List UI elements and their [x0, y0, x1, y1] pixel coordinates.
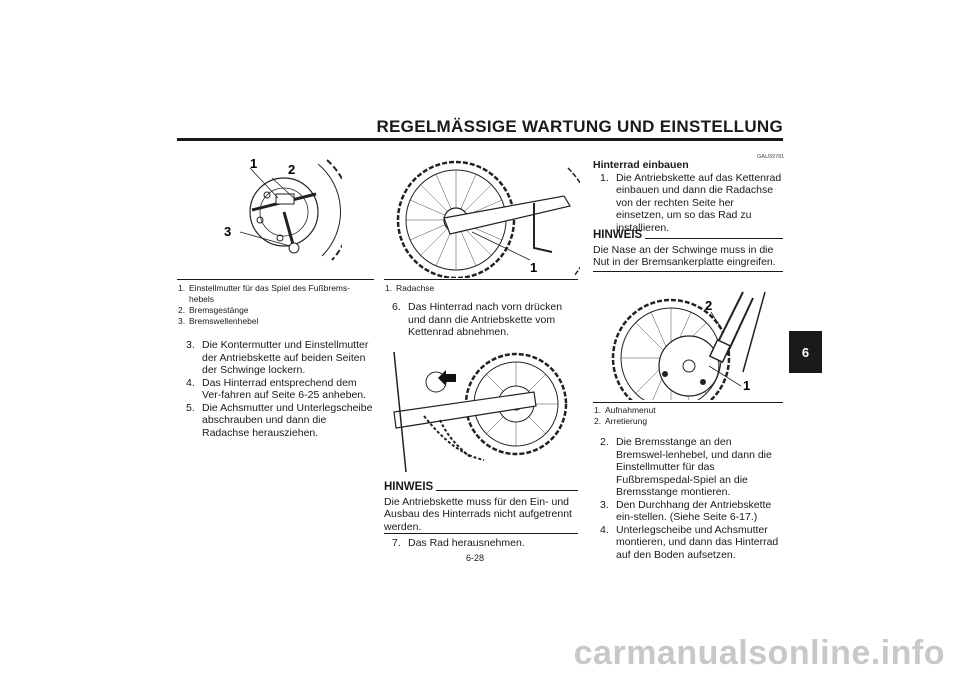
title-rule [177, 138, 783, 141]
middle-step-6: 6.Das Hinterrad nach vorn drücken und da… [392, 301, 563, 338]
right-step-list: 2.Die Bremsstange an den Bremswel-lenheb… [600, 436, 784, 561]
brake-panel-illustration: 2 1 [611, 291, 766, 400]
note-text: Die Nase an der Schwinge muss in die Nut… [593, 243, 776, 269]
brake-linkage-illustration: 1 2 3 [224, 156, 342, 261]
caption-item: 1.Einstellmutter für das Spiel des Fußbr… [178, 283, 351, 304]
step-item: 2.Die Bremsstange an den Bremswel-lenheb… [600, 436, 772, 498]
left-caption-list: 1.Einstellmutter für das Spiel des Fußbr… [178, 283, 374, 327]
chain-removal-illustration [393, 351, 568, 472]
note-label: HINWEIS [593, 229, 643, 241]
figure-divider [593, 402, 783, 403]
middle-step-7: 7.Das Rad herausnehmen. [392, 537, 525, 549]
callout-1: 1 [250, 156, 257, 171]
note-text: Die Antriebskette muss für den Ein- und … [384, 495, 572, 533]
right-section: Hinterrad einbauen 1.Die Antriebskette a… [593, 159, 783, 234]
note-label: HINWEIS [384, 481, 434, 493]
svg-text:carmanualsonline.info: carmanualsonline.info [574, 634, 945, 672]
step-item: 3.Die Kontermutter und Einstellmutter de… [186, 339, 369, 376]
watermark-logo: carmanualsonline.info [574, 634, 945, 672]
callout-2: 2 [705, 298, 712, 313]
figure-divider [384, 279, 578, 280]
step-item: 4.Unterlegscheibe und Achsmutter montier… [600, 523, 779, 561]
left-step-list: 3.Die Kontermutter und Einstellmutter de… [186, 339, 376, 439]
note-divider [384, 533, 578, 534]
caption-item: 3.Bremswellenhebel [178, 316, 259, 326]
page-number: 6-28 [466, 553, 485, 563]
callout-3: 3 [224, 224, 231, 239]
step-item: 4.Das Hinterrad entsprechend dem Ver-fah… [186, 376, 367, 402]
caption-item: 2.Bremsgestänge [178, 305, 249, 315]
section-heading: Hinterrad einbauen [593, 159, 689, 171]
caption-item: 1.Aufnahmenut [594, 405, 656, 415]
page-title: REGELMÄSSIGE WARTUNG UND EINSTELLUNG [376, 117, 783, 136]
right-note: HINWEIS Die Nase an der Schwinge muss in… [593, 229, 783, 269]
callout-1: 1 [530, 260, 537, 275]
callout-2: 2 [288, 162, 295, 177]
reference-code: GAU39781 [757, 154, 785, 160]
note-divider [593, 271, 783, 272]
callout-1: 1 [743, 378, 750, 393]
right-caption-list: 1.Aufnahmenut 2.Arretierung [594, 405, 784, 427]
middle-note: HINWEIS Die Antriebskette muss für den E… [384, 481, 578, 533]
right-step-1: 1.Die Antriebskette auf das Kettenrad ei… [600, 171, 782, 234]
figure-divider [177, 279, 374, 280]
chapter-tab[interactable]: 6 [789, 331, 822, 373]
caption-item: 2.Arretierung [594, 416, 648, 426]
step-item: 5.Die Achsmutter und Unterlegscheibe abs… [186, 401, 373, 439]
rear-axle-illustration: 1 [396, 160, 580, 278]
middle-caption: 1.Radachse [385, 283, 435, 293]
step-item: 3.Den Durchhang der Antriebskette ein-st… [600, 498, 772, 524]
